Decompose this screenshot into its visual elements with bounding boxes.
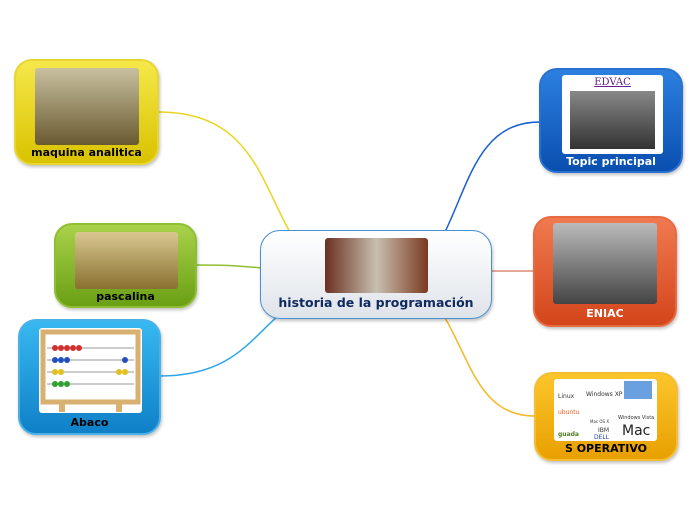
link-pascalina	[195, 264, 263, 269]
ubuntu-logo: ubuntu	[558, 409, 580, 416]
central-image	[325, 238, 428, 293]
eniac-image	[553, 223, 657, 304]
guada-logo: guada	[558, 431, 579, 438]
central-title: historia de la programación	[278, 295, 474, 310]
node-label: Topic principal	[566, 155, 656, 168]
node-label: ENIAC	[586, 307, 624, 320]
node-label: Abaco	[70, 416, 109, 429]
windows-vista-logo: Windows Vista	[618, 415, 655, 421]
link-topic	[444, 121, 541, 233]
link-so	[444, 317, 535, 417]
windows-xp-logo: Windows XP	[586, 391, 623, 398]
central-topic[interactable]: historia de la programación	[260, 230, 492, 319]
node-maquina-analitica[interactable]: maquina analitica	[14, 59, 159, 165]
node-label: S OPERATIVO	[564, 442, 648, 455]
os-logos-image: Linux Windows XP Mac OS X Windows Vista …	[554, 379, 657, 441]
node-label: pascalina	[96, 290, 155, 303]
node-eniac[interactable]: ENIAC	[533, 216, 677, 327]
ibm-logo: IBM	[598, 427, 610, 434]
dell-logo: DELL	[594, 434, 610, 441]
node-pascalina[interactable]: pascalina	[54, 223, 197, 308]
linux-logo: Linux	[558, 393, 575, 400]
edvac-image: EDVAC	[562, 75, 663, 154]
edvac-caption: EDVAC	[594, 77, 631, 88]
abaco-image	[39, 328, 142, 413]
mac-finder-logo	[624, 381, 652, 399]
link-maquina	[157, 111, 291, 233]
node-abaco[interactable]: Abaco	[18, 319, 161, 435]
maquina-analitica-image	[35, 68, 139, 145]
mac-os-x-logo: Mac OS X	[590, 419, 610, 424]
node-label: maquina analitica	[31, 146, 142, 159]
mac-logo: Mac	[622, 423, 651, 439]
link-abaco	[159, 315, 279, 377]
node-s-operativo[interactable]: Linux Windows XP Mac OS X Windows Vista …	[534, 372, 678, 461]
pascalina-image	[75, 232, 178, 289]
node-topic-principal[interactable]: EDVAC Topic principal	[539, 68, 683, 173]
